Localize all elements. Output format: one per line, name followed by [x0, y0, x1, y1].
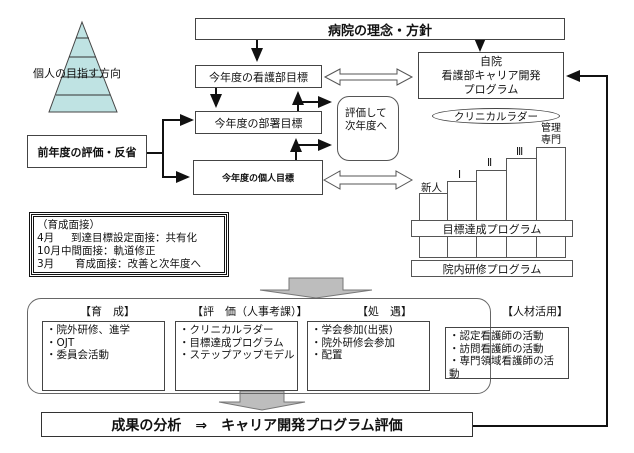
development-interview-box: （育成面接） 4月到達目標設定面接：共有化 10月中間面接：軌道修正 3月育成面…: [29, 212, 229, 277]
previous-year-review-box: 前年度の評価・反省: [27, 135, 147, 168]
list-item: ・ステップアップモデル: [179, 349, 295, 361]
individual-goal-box: 今年度の個人目標: [193, 160, 323, 195]
down-arrow-icon: [218, 390, 306, 411]
category-heading-training: 【育 成】: [80, 305, 135, 318]
list-item: ・院外研修会参加: [311, 336, 395, 349]
ladder-label-level-2: Ⅱ: [487, 157, 493, 169]
arrow-review-branch: [147, 114, 194, 154]
list-item: ・訪問看護師の活動: [449, 342, 544, 355]
ladder-step-level-2: [476, 170, 507, 258]
interview-row: 4月到達目標設定面接：共有化: [37, 232, 197, 244]
category-box-evaluation: ・クリニカルラダー ・目標達成プログラム ・ステップアップモデル: [175, 321, 298, 391]
department-goal-box: 今年度の部署目標: [195, 111, 322, 134]
nursing-dept-goal-box: 今年度の看護部目標: [195, 65, 322, 88]
ladder-label-level-1: Ⅰ: [458, 169, 462, 181]
philosophy-text: 病院の理念・方針: [327, 23, 432, 39]
ladder-step-management: [536, 147, 566, 258]
career-program-box: 自院 看護部キャリア開発 プログラム: [418, 52, 564, 99]
philosophy-box: 病院の理念・方針: [195, 18, 565, 40]
list-item: ・専門領域看護師の活: [449, 355, 554, 367]
result-analysis-text: 成果の分析 ⇒ キャリア開発プログラム評価: [111, 417, 403, 434]
double-arrow-individual-ladder: [322, 170, 414, 190]
inhouse-training-program-band: 院内研修プログラム: [411, 260, 573, 277]
interview-row: 3月育成面接：改善と次年度へ: [37, 258, 201, 270]
interview-title: （育成面接）: [37, 219, 100, 231]
ladder-label-management: 管理 専門: [541, 123, 561, 146]
category-heading-evaluation: 【評 価（人事考課）】: [192, 305, 308, 318]
category-box-treatment: ・学会参加(出張) ・院外研修会参加 ・配置: [307, 321, 430, 391]
clinical-ladder-title: クリニカルラダー: [432, 108, 560, 124]
result-analysis-box: 成果の分析 ⇒ キャリア開発プログラム評価: [41, 412, 473, 437]
list-item: ・委員会活動: [46, 349, 109, 361]
evaluate-line: 次年度へ: [345, 120, 387, 132]
list-item: ・認定看護師の活動: [449, 330, 544, 342]
list-item: ・OJT: [46, 336, 75, 349]
list-item: ・配置: [311, 349, 343, 361]
department-goal-text: 今年度の部署目標: [214, 116, 303, 130]
feedback-loop-line: [473, 70, 608, 427]
pyramid-icon: [48, 20, 118, 113]
list-item: 動: [449, 367, 460, 380]
category-heading-treatment: 【処 遇】: [357, 305, 412, 318]
category-heading-talent: 【人材活用】: [502, 305, 568, 318]
nursing-dept-goal-text: 今年度の看護部目標: [209, 70, 308, 84]
category-box-training: ・院外研修、進学 ・OJT ・委員会活動: [42, 321, 165, 391]
ladder-label-level-3: Ⅲ: [516, 146, 524, 158]
down-arrow-icon: [259, 277, 373, 299]
list-item: ・クリニカルラダー: [179, 324, 274, 336]
ladder-step-level-3: [506, 158, 537, 258]
career-program-line: 看護部キャリア開発: [441, 68, 541, 82]
list-item: ・目標達成プログラム: [179, 336, 284, 349]
career-program-line: 自院: [480, 54, 502, 68]
goal-achievement-program-band: 目標達成プログラム: [411, 220, 573, 237]
individual-goal-text: 今年度の個人目標: [221, 174, 294, 184]
double-arrow-nursing-career: [323, 68, 414, 86]
ladder-label-novice: 新人: [421, 182, 442, 194]
evaluate-line: 評価して: [345, 107, 387, 119]
list-item: ・学会参加(出張): [311, 324, 393, 336]
previous-year-review-text: 前年度の評価・反省: [37, 145, 137, 159]
pyramid-label: 個人の目指す方向: [33, 67, 121, 80]
interview-row: 10月中間面接：軌道修正: [37, 245, 156, 257]
category-box-talent: ・認定看護師の活動 ・訪問看護師の活動 ・専門領域看護師の活 動: [445, 327, 569, 380]
categories-container: [27, 298, 491, 394]
career-program-line: プログラム: [463, 82, 519, 96]
list-item: ・院外研修、進学: [46, 324, 130, 336]
evaluate-next-year-note: 評価して 次年度へ: [337, 96, 399, 161]
